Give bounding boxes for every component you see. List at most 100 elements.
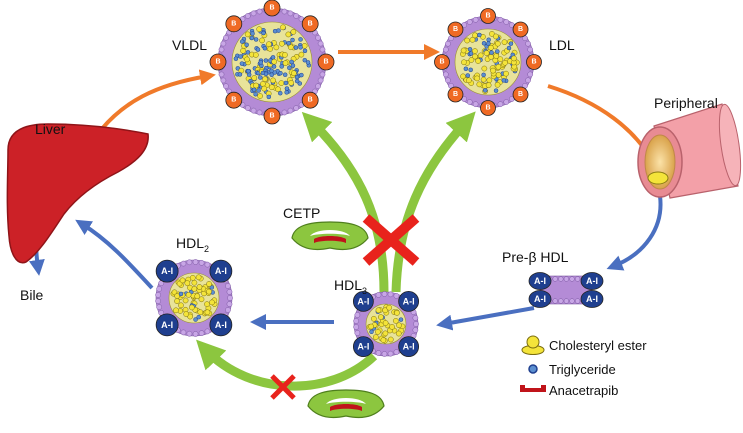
triglyceride-dot bbox=[239, 61, 245, 66]
cholesteryl-ester-dot bbox=[260, 81, 266, 87]
phospholipid-head bbox=[186, 330, 193, 337]
phospholipid-head bbox=[225, 307, 231, 313]
cholesteryl-ester-dot bbox=[370, 315, 377, 322]
cholesteryl-ester-dot bbox=[395, 330, 402, 337]
svg-text:A-I: A-I bbox=[403, 296, 415, 306]
svg-text:A-I: A-I bbox=[586, 294, 598, 304]
triglyceride-dot bbox=[284, 90, 289, 95]
cholesteryl-ester-dot bbox=[466, 77, 472, 84]
phospholipid-head bbox=[503, 99, 510, 105]
triglyceride-dot bbox=[250, 31, 255, 36]
cholesteryl-ester-dot bbox=[280, 24, 286, 31]
phospholipid-head bbox=[204, 261, 211, 268]
phospholipid-head bbox=[315, 83, 321, 90]
phospholipid-head bbox=[281, 8, 288, 15]
svg-text:A-I: A-I bbox=[215, 266, 227, 276]
svg-text:A-I: A-I bbox=[534, 294, 546, 304]
cholesteryl-ester-dot bbox=[375, 329, 381, 335]
svg-text:B: B bbox=[531, 59, 536, 66]
anacetrapib-icon bbox=[520, 385, 546, 392]
phospholipid-head bbox=[317, 40, 324, 47]
triglyceride-dot bbox=[278, 70, 283, 76]
triglyceride-dot bbox=[240, 39, 245, 44]
pre-beta-hdl-particle: A-IA-IA-IA-I bbox=[528, 272, 604, 308]
triglyceride-dot bbox=[272, 28, 278, 34]
triglyceride-dot bbox=[477, 32, 482, 38]
phospholipid-head bbox=[387, 291, 394, 298]
phospholipid-head bbox=[563, 298, 570, 304]
phospholipid-head bbox=[574, 298, 581, 304]
apob-protein-chip: B bbox=[480, 100, 496, 116]
apoa1-protein-chip: A-I bbox=[580, 290, 604, 308]
phospholipid-head bbox=[552, 276, 558, 282]
triglyceride-dot bbox=[305, 60, 311, 65]
cholesteryl-ester-dot bbox=[392, 318, 399, 324]
inhibition-cross-small-icon bbox=[270, 374, 296, 400]
cholesteryl-ester-dot bbox=[382, 320, 389, 326]
phospholipid-head bbox=[354, 330, 361, 336]
svg-text:B: B bbox=[269, 5, 274, 12]
triglyceride-dot bbox=[302, 57, 308, 63]
cholesteryl-ester-dot bbox=[271, 58, 278, 65]
cholesteryl-ester-dot bbox=[178, 302, 184, 309]
apob-protein-chip: B bbox=[301, 15, 319, 33]
phospholipid-head bbox=[244, 105, 251, 111]
legend-item: Triglyceride bbox=[528, 362, 616, 377]
phospholipid-head bbox=[527, 46, 534, 53]
cetp-transfer-arrows bbox=[196, 111, 476, 391]
triglyceride-dot bbox=[258, 60, 263, 65]
cholesteryl-ester-dot bbox=[174, 298, 180, 304]
apob-protein-chip: B bbox=[512, 86, 529, 103]
apob-protein-chip: B bbox=[225, 15, 243, 33]
phospholipid-head bbox=[226, 301, 233, 307]
cholesteryl-ester-dot bbox=[461, 59, 467, 66]
cholesteryl-ester-dot bbox=[206, 288, 212, 295]
triglyceride-dot bbox=[283, 80, 289, 86]
cholesteryl-ester-dot bbox=[472, 53, 478, 60]
phospholipid-head bbox=[497, 16, 504, 23]
phospholipid-head bbox=[413, 321, 419, 327]
phospholipid-head bbox=[155, 292, 161, 298]
legend: Cholesteryl ester Triglyceride Anacetrap… bbox=[520, 335, 647, 398]
cholesteryl-ester-dot bbox=[194, 293, 201, 300]
svg-text:B: B bbox=[485, 13, 490, 20]
phospholipid-head bbox=[287, 10, 294, 17]
phospholipid-head bbox=[563, 276, 570, 282]
cholesteryl-ester-dot bbox=[290, 29, 297, 35]
phospholipid-head bbox=[381, 351, 388, 357]
phospholipid-head bbox=[375, 292, 382, 298]
cholesteryl-ester-dot bbox=[189, 274, 196, 281]
anacetrapib-bound-bottom-icon bbox=[330, 404, 362, 411]
cholesteryl-ester-dot bbox=[179, 277, 186, 284]
triglyceride-dot bbox=[266, 94, 272, 100]
svg-text:B: B bbox=[453, 91, 458, 98]
phospholipid-head bbox=[256, 8, 263, 15]
triglyceride-dot bbox=[293, 45, 299, 50]
cholesteryl-ester-dot bbox=[501, 39, 508, 46]
triglyceride-dot bbox=[481, 41, 487, 46]
cholesteryl-ester-dot bbox=[494, 81, 501, 88]
phospholipid-head bbox=[226, 289, 233, 295]
triglyceride-dot bbox=[398, 317, 404, 322]
apoa1-protein-chip: A-I bbox=[155, 313, 179, 337]
triglyceride-dot bbox=[237, 72, 243, 77]
phospholipid-head bbox=[281, 109, 288, 116]
cholesteryl-ester-dot bbox=[188, 304, 195, 311]
vldl-label: VLDL bbox=[172, 37, 207, 53]
cetp-arrow-to-vldl bbox=[301, 111, 389, 293]
phospholipid-head bbox=[525, 40, 531, 47]
cholesteryl-ester-dot bbox=[472, 48, 478, 54]
apob-protein-chip: B bbox=[447, 21, 464, 38]
cholesteryl-ester-dot bbox=[372, 334, 379, 340]
cholesteryl-ester-dot bbox=[195, 274, 202, 281]
cholesteryl-ester-dot bbox=[240, 47, 246, 54]
vldl-ldl-pathway-arrows bbox=[90, 44, 658, 172]
hdl2-label: HDL2 bbox=[176, 235, 209, 254]
svg-text:A-I: A-I bbox=[357, 296, 369, 306]
triglyceride-dot bbox=[253, 91, 258, 97]
phospholipid-head bbox=[442, 46, 449, 53]
cholesteryl-ester-dot bbox=[483, 50, 490, 56]
bile-label: Bile bbox=[20, 287, 44, 303]
phospholipid-head bbox=[293, 13, 300, 19]
